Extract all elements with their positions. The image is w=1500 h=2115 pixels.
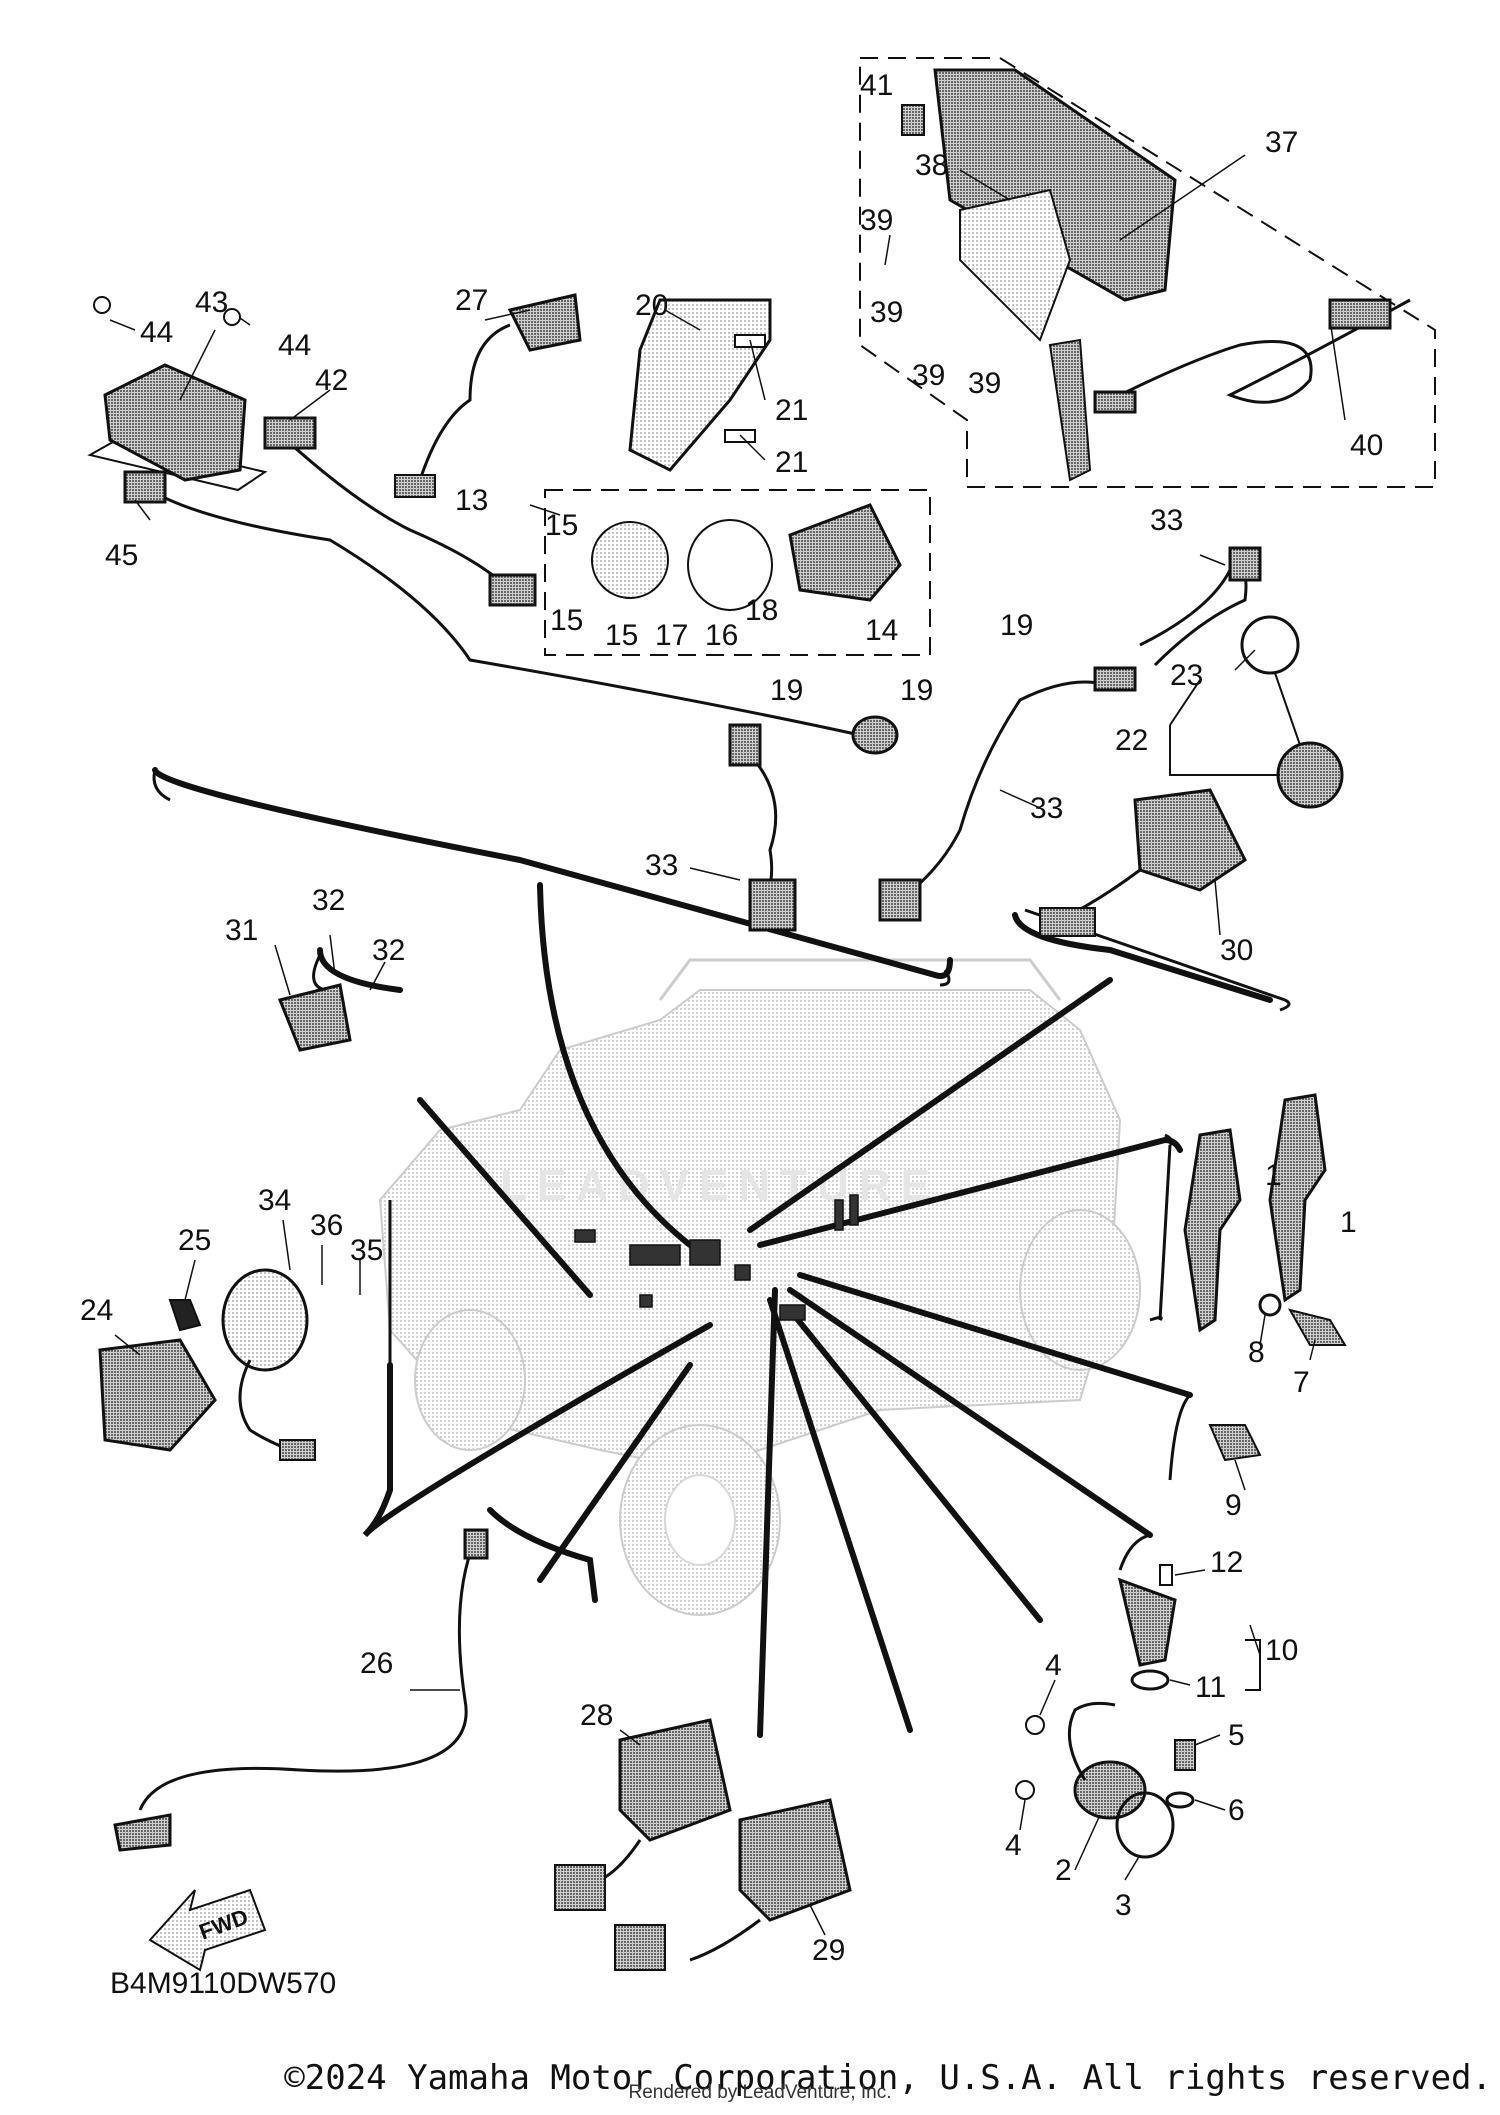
callout-7: 7 (1293, 1366, 1310, 1399)
callout-19-mid: 19 (900, 674, 933, 707)
callout-33-left: 33 (645, 849, 678, 882)
part-housing-43 (93, 296, 247, 482)
fwd-arrow-icon: FWD (148, 1888, 267, 1972)
part-gauge-22 (1240, 615, 1344, 809)
callout-1-left: 1 (1265, 1159, 1282, 1192)
callout-39-right: 39 (968, 367, 1001, 400)
callout-11: 11 (1195, 1671, 1226, 1704)
callout-19-left: 19 (770, 674, 803, 707)
footer-rendered-by: Rendered by LeadVenture, Inc. (628, 2082, 892, 2103)
callout-16: 16 (705, 619, 738, 652)
part-relay-30 (1039, 788, 1247, 937)
callout-23: 23 (1170, 659, 1203, 692)
callout-32-top: 32 (312, 884, 345, 917)
callout-18: 18 (745, 594, 778, 627)
part-socket-27 (394, 293, 582, 498)
part-switches-28-29 (554, 1718, 852, 1971)
callout-41: 41 (860, 69, 893, 102)
callout-33-right: 33 (1030, 792, 1063, 825)
callout-4-top: 4 (1045, 1649, 1062, 1682)
callout-15-mid: 15 (605, 619, 638, 652)
callout-14: 14 (865, 614, 898, 647)
callout-21-bottom: 21 (775, 446, 808, 479)
callout-33-top: 33 (1150, 504, 1183, 537)
callout-32-right: 32 (372, 934, 405, 967)
watermark-text: LEADVENTURE (500, 1161, 940, 1210)
callout-labels: 1 1 2 3 4 4 5 6 7 8 9 10 11 12 13 14 15 … (80, 69, 1383, 1967)
callout-44-left: 44 (140, 316, 173, 349)
callout-4-bottom: 4 (1005, 1829, 1022, 1862)
part-harness-26 (113, 1528, 489, 1852)
part-sensor-2 (1015, 1701, 1196, 1859)
part-ignition-coils-1 (1183, 1093, 1327, 1333)
callout-6: 6 (1228, 1794, 1245, 1827)
part-sensors-7-8-9 (1208, 1293, 1347, 1462)
callout-42: 42 (315, 364, 348, 397)
key-icon (901, 104, 925, 136)
callout-27: 27 (455, 284, 488, 317)
callout-26: 26 (360, 1647, 393, 1680)
part-lamp-24 (98, 1268, 316, 1461)
callout-37: 37 (1265, 126, 1298, 159)
callout-44-right: 44 (278, 329, 311, 362)
diagram-code: B4M9110DW570 (110, 1967, 336, 2000)
part-sensor-10 (1117, 1564, 1177, 1691)
callout-1-right: 1 (1340, 1206, 1357, 1239)
callout-25: 25 (178, 1224, 211, 1257)
part-harness-42 (263, 416, 537, 607)
callout-15-left: 15 (550, 604, 583, 637)
central-small-parts (574, 1194, 859, 1321)
callout-21-top: 21 (775, 394, 808, 427)
callout-10: 10 (1265, 1634, 1298, 1667)
bracket-leaders (152, 767, 1273, 1738)
callout-39-left: 39 (870, 296, 903, 329)
callout-22: 22 (1115, 724, 1148, 757)
callout-24: 24 (80, 1294, 113, 1327)
callout-17: 17 (655, 619, 688, 652)
callout-45: 45 (105, 539, 138, 572)
callout-9: 9 (1225, 1489, 1242, 1522)
callout-15-top: 15 (545, 509, 578, 542)
callout-2: 2 (1055, 1854, 1072, 1887)
part-harness-45 (123, 470, 899, 755)
callout-12: 12 (1210, 1546, 1243, 1579)
callout-39-mid: 39 (912, 359, 945, 392)
part-sensor-31 (277, 983, 352, 1052)
callout-13: 13 (455, 484, 488, 517)
part-switch-assembly-13 (591, 503, 902, 611)
callout-30: 30 (1220, 934, 1253, 967)
callout-36: 36 (310, 1209, 343, 1242)
part-cables-33 (728, 546, 1262, 932)
callout-34: 34 (258, 1184, 291, 1217)
callout-5: 5 (1228, 1719, 1245, 1752)
callout-35: 35 (350, 1234, 383, 1267)
callout-19-right: 19 (1000, 609, 1033, 642)
callout-38: 38 (915, 149, 948, 182)
callout-20: 20 (635, 289, 668, 322)
callout-31: 31 (225, 914, 258, 947)
callout-brackets (1169, 679, 1280, 1691)
bracket-arcs (152, 769, 1291, 1571)
callout-8: 8 (1248, 1336, 1265, 1369)
footer-copyright: ©2024 Yamaha Motor Corporation, U.S.A. A… (284, 2058, 1492, 2098)
assembly-box-13 (544, 489, 931, 656)
callout-28: 28 (580, 1699, 613, 1732)
callout-29: 29 (812, 1934, 845, 1967)
callout-3: 3 (1115, 1889, 1132, 1922)
callout-40: 40 (1350, 429, 1383, 462)
callout-39-top: 39 (860, 204, 893, 237)
assembly-box-37 (859, 57, 1436, 488)
callout-43: 43 (195, 286, 228, 319)
part-cable-40 (1093, 298, 1411, 414)
part-display-assembly (901, 68, 1177, 482)
